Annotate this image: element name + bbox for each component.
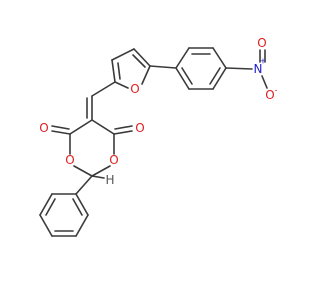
nitro-bonds — [259, 49, 268, 89]
chemical-structure-diagram: O O O O O H N + O O - — [39, 36, 278, 237]
bond-o1-c2 — [91, 165, 111, 177]
bond-ar1 — [175, 47, 190, 69]
nitro-oxygen-bottom: O — [265, 88, 274, 102]
nitro-oxygen-top: O — [257, 36, 266, 50]
bond-c4-o-b — [51, 125, 70, 130]
bond-c6-o-a — [113, 130, 133, 135]
acetal-hydrogen: H — [105, 173, 114, 187]
carbonyl-oxygen-left: O — [39, 121, 48, 135]
carbonyl-oxygen-right: O — [135, 121, 144, 135]
bond-ph-inner-a — [45, 198, 56, 216]
ring-oxygen-left: O — [65, 153, 74, 167]
bond-furan-o-c2 — [114, 81, 129, 89]
dioxane-ring-bonds — [69, 119, 115, 177]
carbonyl-right-bonds — [113, 125, 133, 135]
bond-c2-h — [91, 175, 105, 179]
bond-furan-c4-c5-a — [133, 48, 151, 67]
bond-ph5 — [75, 214, 89, 237]
bond-furan-phenyl — [149, 65, 177, 69]
bond-furan-c3-c4 — [111, 48, 135, 61]
nitro-nitrogen-charge: + — [260, 57, 267, 66]
atom-labels: O O O O O H N + O O - — [39, 36, 277, 187]
bond-c4-o-a — [51, 130, 71, 135]
ring-oxygen-right: O — [109, 153, 118, 167]
bond-furan-c4-c5-b — [132, 54, 146, 68]
bond-ph-inner-c — [72, 198, 83, 216]
bond-ar3 — [212, 47, 227, 69]
phenyl-ring-bonds — [39, 193, 89, 237]
bond-ch-furan — [91, 81, 116, 97]
bond-c6-o-b — [114, 125, 133, 130]
bond-ar-inner-b — [209, 67, 221, 85]
exocyclic-alkene-bonds — [86, 95, 93, 121]
bond-ph6 — [75, 193, 89, 216]
bond-furan-c5-o — [141, 65, 151, 85]
bond-ph3 — [39, 214, 53, 237]
nitrophenyl-ring-bonds — [175, 47, 227, 90]
bond-ar4 — [212, 67, 227, 90]
bond-furan-c2-c3-b — [117, 62, 121, 80]
bond-ph2 — [39, 193, 53, 216]
furan-oxygen: O — [130, 82, 139, 96]
nitro-nitrogen: N — [254, 62, 263, 76]
bond-n-o-bottom — [261, 75, 268, 89]
bond-c5-c6 — [91, 119, 115, 135]
structure-canvas: O O O O O H N + O O - — [39, 36, 278, 237]
bond-c5-c4 — [69, 119, 93, 135]
carbonyl-left-bonds — [51, 125, 71, 135]
bond-o3-c2 — [73, 165, 93, 177]
furan-ring-bonds — [111, 48, 151, 89]
bond-furan-c2-c3-a — [111, 59, 116, 83]
bond-c2-phenyl — [75, 175, 93, 195]
bond-ar-n — [225, 67, 253, 70]
nitro-oxygen-charge: - — [275, 86, 278, 95]
bond-ar6 — [175, 67, 190, 90]
bond-ar-inner-c — [181, 67, 193, 85]
